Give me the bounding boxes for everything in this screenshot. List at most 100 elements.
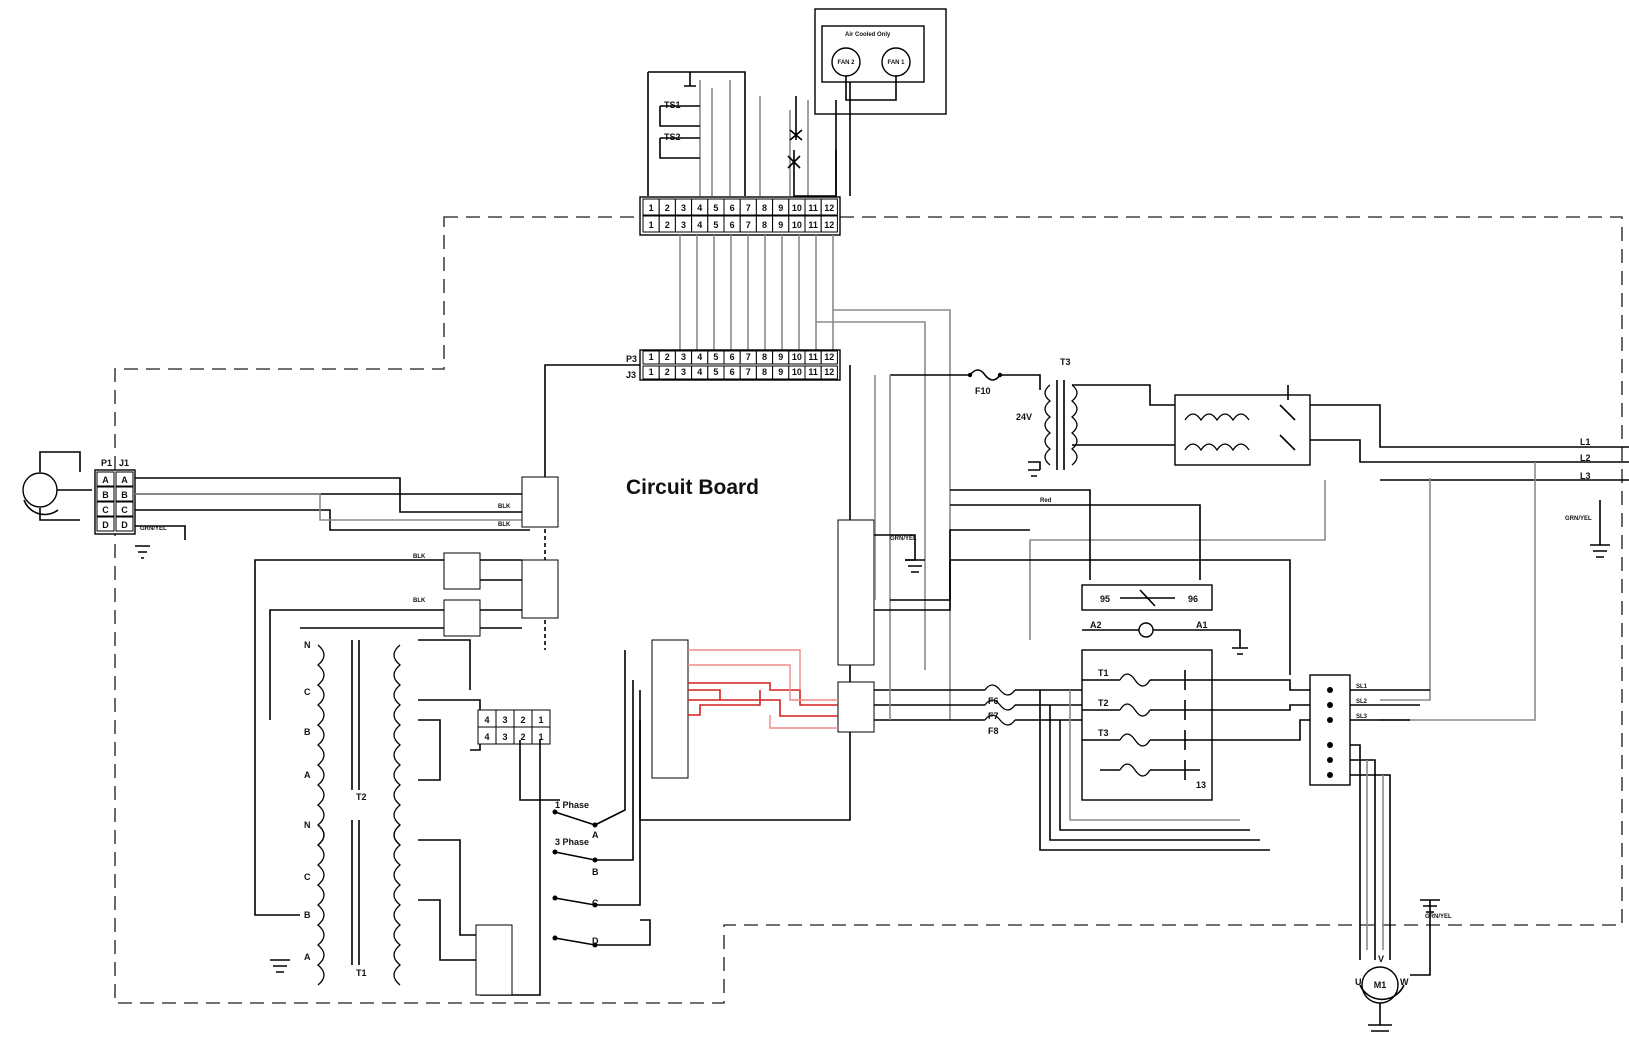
motor-grey-wires <box>1366 760 1384 950</box>
line-ground <box>1590 500 1610 558</box>
selector-pos-a: A <box>592 830 599 840</box>
motor-feed-wires <box>1350 744 1391 960</box>
p3-pin-3: 3 <box>681 352 686 362</box>
j3-pin-10: 10 <box>792 367 802 377</box>
terminal-strip-pin-1: 1 <box>538 715 543 725</box>
t3-secondary-wires <box>1072 384 1175 446</box>
p1-pin-A: A <box>121 475 128 485</box>
fuse-grey-loop <box>1069 690 1240 821</box>
coil-ground <box>1212 629 1248 655</box>
fuse-f8-label: F8 <box>988 726 999 736</box>
line-contactor-coils <box>1184 413 1250 452</box>
ground-symbol <box>684 72 696 87</box>
motor-m1-arc <box>1359 984 1405 1001</box>
top-connector-row1-pin-1: 1 <box>649 203 654 213</box>
terminal-strip-pin-4: 4 <box>484 732 489 742</box>
terminal-strip-pin-1: 1 <box>538 732 543 742</box>
ts2-label: TS2 <box>664 132 681 142</box>
aux-contact-95: 95 <box>1100 594 1110 604</box>
p3-ribbon <box>544 364 640 480</box>
contactor-coil-a1: A1 <box>1196 620 1208 630</box>
motor-ground-bottom <box>1368 1003 1392 1032</box>
p1-pin-cell <box>115 501 134 517</box>
fan-box-title: Air Cooled Only <box>845 32 891 38</box>
f10-label: F10 <box>975 386 991 396</box>
t2-tap-b: B <box>304 727 311 737</box>
blk-tag-2: BLK <box>498 522 511 528</box>
terminal-strip-pin-3: 3 <box>502 732 507 742</box>
top-connector-row1-pin-3: 3 <box>681 203 686 213</box>
input-motor-icon <box>22 472 58 508</box>
p3-pin-5: 5 <box>713 352 718 362</box>
transformer-t2 <box>316 640 402 846</box>
top-connector-row1-cell <box>820 198 838 216</box>
top-connector-row2-cell <box>820 215 838 233</box>
line-contactor-switches <box>1279 385 1296 451</box>
three-phase-label: 3 Phase <box>555 837 589 847</box>
j3-pin-9: 9 <box>778 367 783 377</box>
main-contactor-box <box>1081 649 1213 801</box>
blk-tag-1: BLK <box>498 504 511 510</box>
top-connector-row1-pin-4: 4 <box>697 203 702 213</box>
p1-pin-cell <box>96 516 115 532</box>
line-grn-yel-tag: GRN/YEL <box>1565 516 1592 522</box>
t2-tap-n: N <box>304 640 311 650</box>
aux-contact-symbol <box>1120 589 1175 607</box>
j3-cell <box>820 365 838 380</box>
line-l2-label: L2 <box>1580 453 1591 463</box>
pole-t2: T2 <box>1098 698 1109 708</box>
fan-feed-wires <box>835 82 851 196</box>
blk-tag-3: BLK <box>413 554 426 560</box>
terminal-strip-pin-2: 2 <box>520 715 525 725</box>
t2-tap-c: C <box>304 687 311 697</box>
terminal-strip-pin-3: 3 <box>502 715 507 725</box>
j3-pin-5: 5 <box>713 367 718 377</box>
grn-yel-tag-p1: GRN/YEL <box>140 526 167 532</box>
p1-pin-C: C <box>121 505 128 515</box>
top-connector-row2-pin-12: 12 <box>824 220 834 230</box>
top-connector-row1-pin-11: 11 <box>808 203 818 213</box>
board-connector-right-top <box>837 519 875 666</box>
pole-t3: T3 <box>1098 728 1109 738</box>
p3-pin-2: 2 <box>665 352 670 362</box>
fan-2-label: FAN 2 <box>837 60 855 66</box>
p3-pin-11: 11 <box>808 352 818 362</box>
top-connector-row2-pin-9: 9 <box>778 220 783 230</box>
top-connector-row2-pin-4: 4 <box>697 220 702 230</box>
pole-13: 13 <box>1196 780 1206 790</box>
j1-label: J1 <box>119 458 129 468</box>
p3-pin-12: 12 <box>824 352 834 362</box>
p3-label: P3 <box>626 354 637 364</box>
pole-t1: T1 <box>1098 668 1109 678</box>
selector-pos-d: D <box>592 936 599 946</box>
top-connector-row2-pin-6: 6 <box>730 220 735 230</box>
t1-tap-n: N <box>304 820 311 830</box>
f10-grey-drop <box>874 375 891 720</box>
board-grn-yel-tag: GRN/YEL <box>890 536 917 542</box>
j3-pin-8: 8 <box>762 367 767 377</box>
ground-symbol-p1 <box>135 545 150 559</box>
p3-pin-8: 8 <box>762 352 767 362</box>
j3-pin-12: 12 <box>824 367 834 377</box>
p3-pin-9: 9 <box>778 352 783 362</box>
contactor-coil-a2: A2 <box>1090 620 1102 630</box>
top-connector-row1-pin-6: 6 <box>730 203 735 213</box>
small-connector-wires <box>480 559 522 629</box>
j3-pin-3: 3 <box>681 367 686 377</box>
motor-ground <box>1410 899 1440 976</box>
contactor-poles <box>1082 670 1212 780</box>
terminal-strip-pin-4: 4 <box>484 715 489 725</box>
p1-pin-B: B <box>102 490 109 500</box>
p1-pin-cell <box>96 471 115 487</box>
top-connector-row2-pin-2: 2 <box>665 220 670 230</box>
terminal-out-wires <box>1350 689 1430 721</box>
fuse-symbols <box>984 684 1016 726</box>
control-wires <box>890 489 1201 601</box>
top-connector-row1-pin-8: 8 <box>762 203 767 213</box>
ground-symbol-t1 <box>270 959 290 973</box>
top-connector-row2-pin-10: 10 <box>792 220 802 230</box>
